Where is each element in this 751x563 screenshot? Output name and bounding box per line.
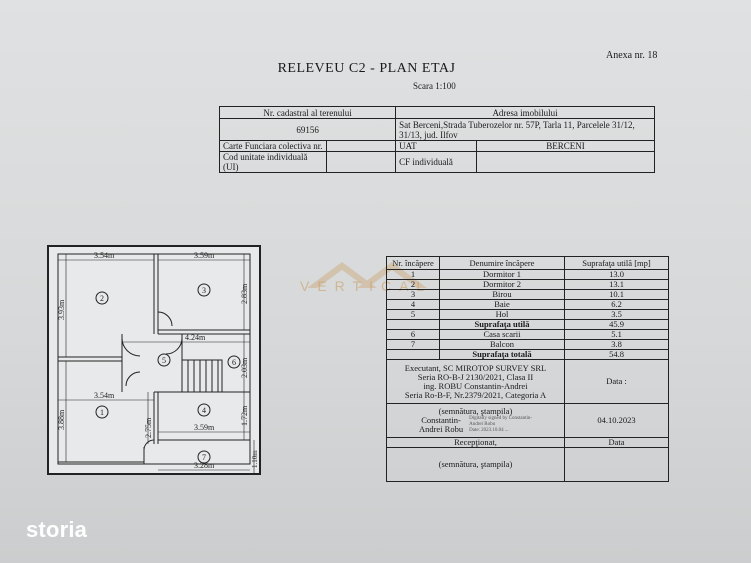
room-3-number: 3 bbox=[202, 286, 206, 295]
suprafata-totala-label: Suprafaţa totală bbox=[439, 349, 565, 360]
dim-12: 3.28m bbox=[194, 461, 215, 470]
cf-individuala-value bbox=[476, 151, 655, 173]
uat-value: BERCENI bbox=[476, 140, 655, 152]
room-7-number: 7 bbox=[202, 453, 206, 462]
row-nr: 7 bbox=[386, 339, 440, 350]
ui-value bbox=[325, 151, 397, 173]
dim-1: 3.54m bbox=[94, 251, 115, 260]
row-area: 3.5 bbox=[564, 309, 669, 320]
cf-colectiva-label: Carte Funciara colectiva nr. bbox=[219, 140, 327, 152]
dim-7: 3.54m bbox=[94, 391, 115, 400]
row-area: 5.1 bbox=[564, 329, 669, 340]
suprafata-utila-label: Suprafaţa utilă bbox=[439, 319, 565, 330]
receptionat-label: Recepţionat, bbox=[386, 437, 565, 448]
row-nr: 6 bbox=[386, 329, 440, 340]
cf-colectiva-value bbox=[325, 140, 397, 152]
executant-data-label: Data : bbox=[564, 359, 669, 404]
digital-signature: Digitally signed by Constantin- Andrei R… bbox=[469, 416, 533, 433]
uat-label: UAT bbox=[395, 140, 478, 152]
room-1-number: 1 bbox=[100, 408, 104, 417]
row-area: 10.1 bbox=[564, 289, 669, 300]
dim-13: 1.10m bbox=[251, 450, 259, 468]
receptionat-signature: (semnătura, ştampila) bbox=[386, 447, 565, 482]
row-name: Balcon bbox=[439, 339, 565, 350]
page-title: RELEVEU C2 - PLAN ETAJ bbox=[277, 61, 456, 76]
room-6-number: 6 bbox=[232, 358, 236, 367]
signature-block: (semnătura, ştampila) Constantin- Andrei… bbox=[386, 403, 565, 438]
row-nr: 4 bbox=[386, 299, 440, 310]
row-name: Hol bbox=[439, 309, 565, 320]
receptionat-data-label: Data bbox=[564, 437, 669, 448]
dim-2: 3.59m bbox=[194, 251, 215, 260]
dim-10: 3.59m bbox=[194, 423, 215, 432]
row-name: Dormitor 2 bbox=[439, 279, 565, 290]
dim-8: 3.88m bbox=[57, 409, 66, 430]
storia-logo: storia bbox=[26, 517, 88, 542]
row-area: 13.0 bbox=[564, 269, 669, 280]
executant-date: 04.10.2023 bbox=[564, 403, 669, 438]
header-adresa: Adresa imobilului bbox=[395, 106, 655, 119]
row-name: Baie bbox=[439, 299, 565, 310]
dim-9: 2.75m bbox=[144, 417, 153, 438]
suprafata-totala-value: 54.8 bbox=[564, 349, 669, 360]
row-area: 3.8 bbox=[564, 339, 669, 350]
header-nr-cadastral: Nr. cadastral al terenului bbox=[218, 106, 397, 119]
header-nr-incapere: Nr. încăpere bbox=[386, 256, 440, 270]
row-name: Casa scarii bbox=[439, 329, 565, 340]
anexa-label: Anexa nr. 18 bbox=[606, 50, 658, 61]
room-5-number: 5 bbox=[162, 356, 166, 365]
ui-label: Cod unitate individuală (UI) bbox=[219, 151, 327, 173]
row-name: Dormitor 1 bbox=[439, 269, 565, 280]
row-nr: 3 bbox=[386, 289, 440, 300]
row-name: Birou bbox=[439, 289, 565, 300]
header-suprafata: Suprafaţa utilă [mp] bbox=[564, 256, 669, 270]
row-nr: 1 bbox=[386, 269, 440, 280]
header-denumire: Denumire încăpere bbox=[439, 256, 565, 270]
dim-5: 4.24m bbox=[185, 333, 206, 342]
row-area: 13.1 bbox=[564, 279, 669, 290]
dim-11: 1.72m bbox=[240, 405, 249, 426]
room-2-number: 2 bbox=[100, 294, 104, 303]
cf-individuala-label: CF individuală bbox=[395, 151, 478, 173]
dim-4: 2.83m bbox=[240, 283, 249, 304]
dim-3: 3.93m bbox=[57, 299, 66, 320]
row-area: 6.2 bbox=[564, 299, 669, 310]
scale-label: Scara 1:100 bbox=[413, 81, 456, 91]
receptionat-date bbox=[564, 447, 669, 482]
row-nr: 5 bbox=[386, 309, 440, 320]
room-4-number: 4 bbox=[202, 406, 206, 415]
row-nr: 2 bbox=[386, 279, 440, 290]
suprafata-utila-value: 45.9 bbox=[564, 319, 669, 330]
nr-cadastral-value: 69156 bbox=[218, 118, 397, 141]
adresa-value: Sat Berceni,Strada Tuberozelor nr. 57P, … bbox=[395, 118, 655, 141]
executant-block: Executant, SC MIROTOP SURVEY SRL Seria R… bbox=[386, 359, 565, 404]
cadastral-table: Nr. cadastral al terenului Adresa imobil… bbox=[218, 106, 655, 173]
floor-plan: 3.54m 3.59m 3.93m 2.83m 4.24m 2.03m 3.54… bbox=[47, 245, 261, 475]
rooms-table: Nr. încăpere Denumire încăpere Suprafaţa… bbox=[386, 256, 669, 482]
dim-6: 2.03m bbox=[240, 357, 249, 378]
